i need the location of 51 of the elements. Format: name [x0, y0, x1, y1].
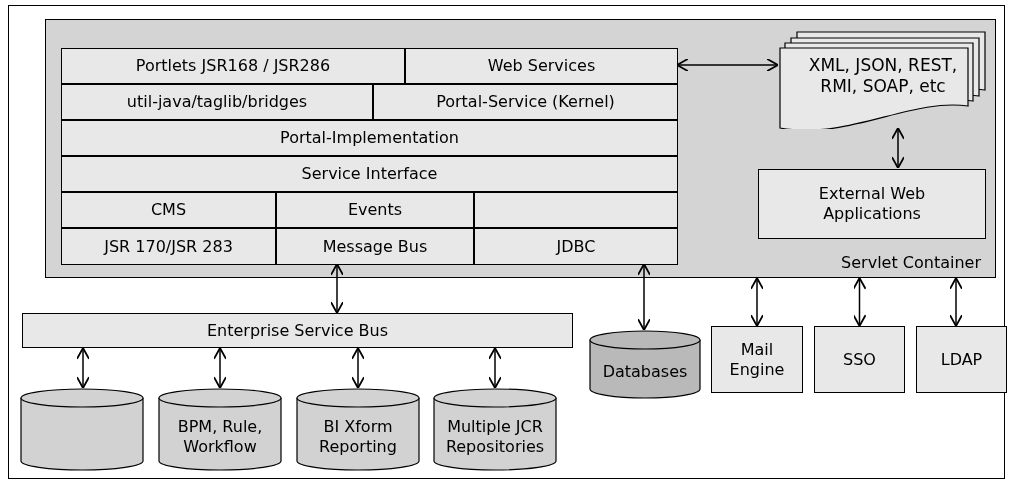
arrow	[213, 347, 227, 389]
layer-box	[22, 313, 573, 348]
cylinder-label: BI Xform Reporting	[318, 416, 398, 457]
layer-box	[61, 192, 276, 228]
box-label: Web Services	[487, 56, 596, 76]
arrow	[949, 277, 963, 327]
layer-box	[758, 169, 986, 239]
box-label: Enterprise Service Bus	[206, 320, 389, 341]
arrow	[750, 277, 764, 327]
layer-box	[276, 192, 474, 228]
container-label: Servlet Container	[841, 253, 981, 273]
layer-box	[916, 326, 1007, 393]
box-label: Mail Engine	[728, 339, 786, 380]
box-label: Portal-Implementation	[280, 128, 459, 148]
arrow	[330, 263, 344, 314]
box-label: Portlets JSR168 / JSR286	[135, 56, 331, 76]
box-label: JSR 170/JSR 283	[104, 236, 233, 257]
layer-box	[405, 48, 678, 84]
arrow	[351, 347, 365, 389]
box-label: Message Bus	[322, 236, 428, 257]
layer-box	[61, 156, 678, 192]
box-label: Portal-Service (Kernel)	[436, 92, 615, 112]
layer-box	[61, 84, 373, 120]
cylinder-label: BPM, Rule, Workflow	[176, 416, 264, 457]
layer-box	[373, 84, 678, 120]
layer-box	[814, 326, 905, 393]
box-label: External Web Applications	[817, 184, 927, 224]
box-label: Events	[347, 200, 403, 220]
arrow	[676, 58, 779, 72]
layer-box	[61, 48, 405, 84]
layer-box	[276, 228, 474, 265]
box-label: JDBC	[556, 236, 596, 257]
document-label: XML, JSON, REST, RMI, SOAP, etc	[807, 55, 959, 98]
layer-box	[61, 228, 276, 265]
container-panel	[45, 19, 996, 278]
box-label: SSO	[843, 349, 876, 370]
arrow	[76, 347, 90, 389]
layer-box	[711, 326, 803, 393]
box-label: CMS	[150, 200, 187, 220]
layer-box	[474, 192, 678, 228]
arrow	[891, 127, 905, 169]
arrow	[852, 277, 867, 327]
layer-box	[474, 228, 678, 265]
box-label: Service Interface	[301, 164, 438, 184]
cylinder-label: Multiple JCR Repositories	[444, 416, 546, 457]
arrow	[488, 347, 502, 389]
box-label: LDAP	[940, 349, 983, 370]
cylinder-label: Databases	[602, 361, 688, 382]
arrow	[637, 263, 651, 331]
box-label: util-java/taglib/bridges	[126, 92, 308, 112]
layer-box	[61, 120, 678, 156]
